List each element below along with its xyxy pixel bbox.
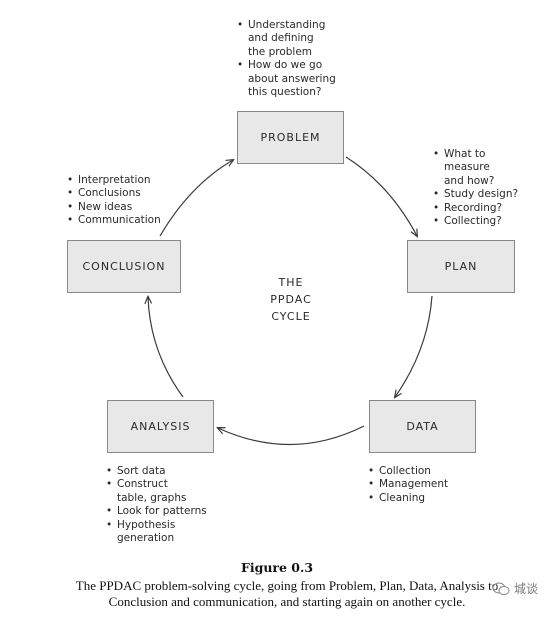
analysis-note-item: Sort data [106,465,207,479]
note-line: Look for patterns [117,505,207,518]
note-line: the problem [248,45,313,58]
problem-note-item: Understanding and defining the problem [237,19,336,59]
plan-note-item: Study design? [433,188,519,202]
problem-notes-list: Understanding and defining the problem H… [237,19,336,99]
analysis-note-item: Look for patterns [106,505,207,519]
plan-notes-list: What to measure and how? Study design? R… [433,148,519,229]
note-line: Management [379,478,449,491]
data-note-item: Cleaning [368,491,448,506]
note-line: Construct [117,478,168,491]
conclusion-note-item: Interpretation [67,174,161,188]
arrow-conclusion-to-problem [159,160,233,237]
note-line: Understanding [248,19,326,31]
center-title-line: PPDAC [270,293,312,306]
arrow-problem-to-plan [345,156,417,236]
wechat-icon [492,582,510,595]
data-notes-list: Collection Management Cleaning [368,465,449,506]
note-line: Conclusions [78,187,141,200]
note-line: about answering [248,72,336,85]
note-line: Collecting? [444,215,502,228]
conclusion-note-item: New ideas [67,200,161,215]
note-line: Sort data [117,465,166,477]
note-line: this question? [248,86,322,99]
note-line: and defining [248,32,314,45]
plan-note-item: Recording? [433,201,518,216]
problem-note-item: How do we go about answering this questi… [237,59,336,99]
stage-problem-label: PROBLEM [260,131,321,144]
stage-plan-box: PLAN [407,240,515,293]
note-line: and how? [444,174,495,187]
conclusion-notes-list: Interpretation Conclusions New ideas Com… [67,174,161,228]
caption-line: The PPDAC problem-solving cycle, going f… [75,578,499,593]
conclusion-note-item: Communication [67,214,161,228]
note-line: New ideas [78,200,133,213]
stage-conclusion-label: CONCLUSION [82,260,166,273]
note-line: Interpretation [78,174,151,186]
stage-analysis-label: ANALYSIS [130,420,191,433]
stage-data-label: DATA [406,420,439,433]
center-title-line: CYCLE [271,310,311,323]
stage-conclusion-box: CONCLUSION [67,240,181,293]
analysis-note-item: Construct table, graphs [106,478,207,505]
watermark: 城谈 [492,580,538,597]
cycle-center-title: THE PPDAC CYCLE [236,274,346,325]
center-title-line: THE [278,276,304,289]
watermark-text: 城谈 [513,582,538,596]
data-note-item: Management [368,478,449,492]
analysis-notes-list: Sort data Construct table, graphs Look f… [106,465,207,545]
note-line: Cleaning [379,491,426,504]
note-line: Recording? [444,201,503,214]
data-note-item: Collection [368,465,448,479]
arrow-plan-to-data [395,295,433,397]
stage-data-box: DATA [369,400,476,453]
stage-plan-label: PLAN [444,260,478,273]
note-line: Hypothesis [117,518,176,531]
arrow-data-to-analysis [218,425,365,446]
caption-line: Conclusion and communication, and starti… [108,594,466,609]
analysis-note-item: Hypothesis generation [106,519,207,546]
figure-caption-text: The PPDAC problem-solving cycle, going f… [40,578,534,610]
note-line: Communication [78,214,161,227]
figure-caption-title: Figure 0.3 [240,560,314,575]
stage-analysis-box: ANALYSIS [107,400,214,453]
conclusion-note-item: Conclusions [67,187,161,201]
stage-problem-box: PROBLEM [237,111,344,164]
plan-note-item: What to measure and how? [433,148,518,188]
arrow-analysis-to-conclusion [148,297,184,398]
note-line: measure [444,161,490,174]
note-line: How do we go [248,59,323,72]
note-line: What to [444,148,486,160]
plan-note-item: Collecting? [433,215,518,229]
note-line: Collection [379,465,431,477]
note-line: Study design? [444,188,519,201]
note-line: generation [117,532,175,545]
note-line: table, graphs [117,491,187,504]
